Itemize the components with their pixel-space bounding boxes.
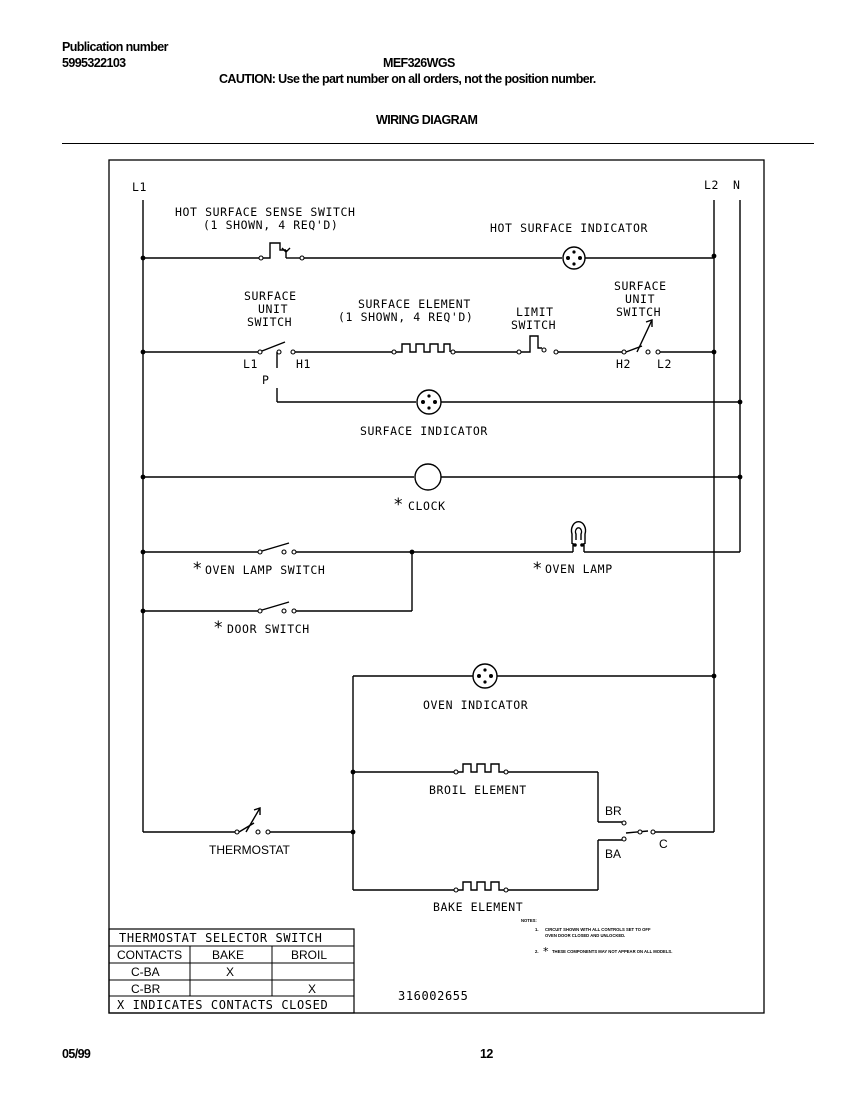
limit-switch-line1: LIMIT bbox=[516, 305, 554, 319]
rail-label-l2: L2 bbox=[704, 178, 719, 192]
rail-label-l1: L1 bbox=[132, 180, 147, 194]
selector-table-footer: X INDICATES CONTACTS CLOSED bbox=[117, 998, 328, 1012]
note2-text: THESE COMPONENTS MAY NOT APPEAR ON ALL M… bbox=[552, 949, 672, 954]
selector-cell: C-BR bbox=[131, 982, 161, 996]
surface-unit-circuit bbox=[140, 319, 743, 415]
limit-switch-line2: SWITCH bbox=[511, 318, 556, 332]
hot-surface-indicator-label: HOT SURFACE INDICATOR bbox=[490, 221, 648, 235]
page-title: WIRING DIAGRAM bbox=[376, 113, 478, 127]
clock-motor bbox=[414, 463, 442, 491]
header-rule bbox=[62, 143, 814, 144]
terminal-ba: BA bbox=[605, 847, 621, 861]
terminal-l1: L1 bbox=[243, 357, 258, 371]
diagram-part-number: 316002655 bbox=[398, 989, 468, 1003]
bake-element-label: BAKE ELEMENT bbox=[433, 900, 523, 914]
note1-number: 1. bbox=[535, 927, 539, 932]
note1-line1: CIRCUIT SHOWN WITH ALL CONTROLS SET TO O… bbox=[545, 927, 651, 932]
oven-indicator-lamp bbox=[472, 663, 498, 689]
oven-lamp-switch-label: OVEN LAMP SWITCH bbox=[205, 563, 325, 577]
surface-unit-switch-right-line3: SWITCH bbox=[616, 305, 661, 319]
surface-indicator-lamp bbox=[416, 389, 442, 415]
oven-lamp-label: OVEN LAMP bbox=[545, 562, 613, 576]
surface-element-qty: (1 SHOWN, 4 REQ'D) bbox=[338, 310, 473, 324]
publication-label: Publication number bbox=[62, 40, 168, 54]
selector-table bbox=[108, 928, 355, 1014]
surface-element-label: SURFACE ELEMENT bbox=[358, 297, 471, 311]
surface-unit-switch-left-line3: SWITCH bbox=[247, 315, 292, 329]
terminal-p: P bbox=[262, 373, 270, 387]
surface-unit-switch-right-line2: UNIT bbox=[625, 292, 655, 306]
clock-star: * bbox=[394, 495, 403, 515]
notes-title: NOTES: bbox=[521, 918, 537, 923]
note1-line2: OVEN DOOR CLOSED AND UNLOCKED. bbox=[545, 933, 625, 938]
terminal-c: C bbox=[659, 837, 668, 851]
selector-table-title: THERMOSTAT SELECTOR SWITCH bbox=[119, 931, 322, 945]
thermostat-label: THERMOSTAT bbox=[209, 843, 291, 857]
clock-label: CLOCK bbox=[408, 499, 446, 513]
oven-lamp-switch-star: * bbox=[193, 559, 202, 579]
oven-lamp-star: * bbox=[533, 559, 542, 579]
hot-surface-sense-switch-label: HOT SURFACE SENSE SWITCH bbox=[175, 205, 356, 219]
surface-unit-switch-right-line1: SURFACE bbox=[614, 279, 667, 293]
oven-circuit bbox=[143, 663, 717, 893]
diagram-frame bbox=[108, 159, 765, 1014]
oven-lamp-circuit bbox=[140, 521, 740, 611]
selector-cell: X bbox=[308, 982, 316, 996]
door-switch-circuit bbox=[140, 601, 412, 614]
model-number: MEF326WGS bbox=[383, 56, 455, 70]
terminal-br: BR bbox=[605, 804, 622, 818]
terminal-l2: L2 bbox=[657, 357, 672, 371]
hot-surface-circuit bbox=[140, 242, 717, 270]
terminal-h1: H1 bbox=[296, 357, 311, 371]
surface-unit-switch-left-line2: UNIT bbox=[258, 302, 288, 316]
surface-unit-switch-left-line1: SURFACE bbox=[244, 289, 297, 303]
door-switch-star: * bbox=[214, 618, 223, 638]
terminal-h2: H2 bbox=[616, 357, 631, 371]
selector-header-broil: BROIL bbox=[291, 948, 327, 962]
footer-page-number: 12 bbox=[480, 1047, 493, 1061]
caution-note: CAUTION: Use the part number on all orde… bbox=[219, 72, 596, 86]
footer-date: 05/99 bbox=[62, 1047, 91, 1061]
selector-header-contacts: CONTACTS bbox=[117, 948, 182, 962]
rail-label-n: N bbox=[733, 178, 741, 192]
selector-cell: C-BA bbox=[131, 965, 160, 979]
oven-indicator-label: OVEN INDICATOR bbox=[423, 698, 528, 712]
publication-number: 5995322103 bbox=[62, 56, 126, 70]
selector-cell: X bbox=[226, 965, 234, 979]
note2-number: 2. bbox=[535, 949, 539, 954]
selector-header-bake: BAKE bbox=[212, 948, 244, 962]
surface-indicator-label: SURFACE INDICATOR bbox=[360, 424, 488, 438]
note2-star: * bbox=[543, 945, 549, 958]
broil-element-label: BROIL ELEMENT bbox=[429, 783, 527, 797]
clock-circuit bbox=[140, 463, 743, 491]
hot-surface-sense-switch-qty: (1 SHOWN, 4 REQ'D) bbox=[203, 218, 338, 232]
door-switch-label: DOOR SWITCH bbox=[227, 622, 310, 636]
